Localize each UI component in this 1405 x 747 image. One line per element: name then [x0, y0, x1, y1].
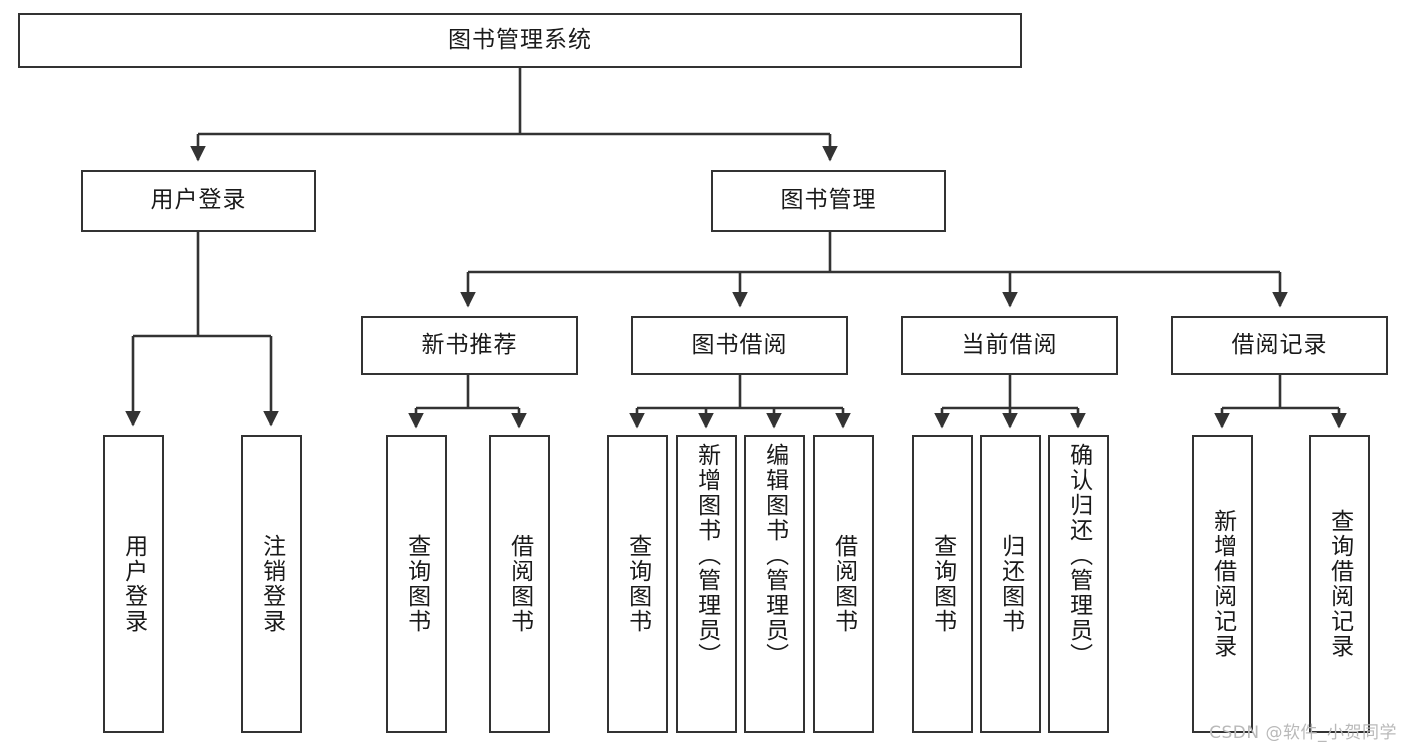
- node-leaf-add-book-admin[interactable]: 新增图书（管理员）: [676, 435, 737, 733]
- node-book-borrow[interactable]: 图书借阅: [631, 316, 848, 375]
- node-label: 新书推荐: [421, 331, 518, 358]
- leaf-text-wrap: 编辑图书（管理员）: [746, 437, 803, 737]
- node-label: 借阅图书: [506, 534, 533, 634]
- node-leaf-confirm-return-admin[interactable]: 确认归还（管理员）: [1048, 435, 1109, 733]
- node-leaf-borrow-book[interactable]: 借阅图书: [813, 435, 874, 733]
- node-label: 图书管理: [780, 187, 877, 214]
- leaf-text-wrap: 查询图书: [914, 437, 971, 731]
- node-leaf-borrow-book-recommend[interactable]: 借阅图书: [489, 435, 550, 733]
- leaf-text-wrap: 借阅图书: [815, 437, 872, 731]
- node-label: 新增图书（管理员）: [693, 443, 720, 668]
- leaf-text-wrap: 确认归还（管理员）: [1050, 437, 1107, 737]
- node-leaf-query-book-borrow[interactable]: 查询图书: [607, 435, 668, 733]
- node-leaf-query-borrow-record[interactable]: 查询借阅记录: [1309, 435, 1370, 733]
- node-label: 借阅图书: [830, 534, 857, 634]
- node-user-login[interactable]: 用户登录: [81, 170, 316, 232]
- node-label: 查询借阅记录: [1326, 509, 1353, 659]
- leaf-text-wrap: 新增图书（管理员）: [678, 437, 735, 737]
- node-label: 借阅记录: [1231, 331, 1328, 358]
- leaf-text-wrap: 新增借阅记录: [1194, 437, 1251, 731]
- csdn-watermark: CSDN @软件_小贺同学: [1209, 723, 1397, 743]
- node-label: 图书管理系统: [448, 26, 592, 53]
- node-leaf-add-borrow-record[interactable]: 新增借阅记录: [1192, 435, 1253, 733]
- node-label: 注销登录: [258, 534, 285, 634]
- leaf-text-wrap: 查询借阅记录: [1311, 437, 1368, 731]
- node-label: 用户登录: [150, 187, 247, 214]
- node-label: 编辑图书（管理员）: [761, 443, 788, 668]
- node-label: 图书借阅: [691, 331, 788, 358]
- node-label: 当前借阅: [961, 331, 1058, 358]
- node-label: 用户登录: [120, 534, 147, 634]
- leaf-text-wrap: 查询图书: [388, 437, 445, 731]
- node-label: 新增借阅记录: [1209, 509, 1236, 659]
- node-leaf-return-book[interactable]: 归还图书: [980, 435, 1041, 733]
- node-label: 确认归还（管理员）: [1065, 443, 1092, 668]
- node-label: 归还图书: [997, 534, 1024, 634]
- leaf-text-wrap: 归还图书: [982, 437, 1039, 731]
- node-new-book-recommend[interactable]: 新书推荐: [361, 316, 578, 375]
- leaf-text-wrap: 查询图书: [609, 437, 666, 731]
- node-borrow-record[interactable]: 借阅记录: [1171, 316, 1388, 375]
- node-leaf-query-book-recommend[interactable]: 查询图书: [386, 435, 447, 733]
- node-root-book-management-system[interactable]: 图书管理系统: [18, 13, 1022, 68]
- leaf-text-wrap: 注销登录: [243, 437, 300, 731]
- leaf-text-wrap: 用户登录: [105, 437, 162, 731]
- node-leaf-logout[interactable]: 注销登录: [241, 435, 302, 733]
- node-current-borrow[interactable]: 当前借阅: [901, 316, 1118, 375]
- node-label: 查询图书: [624, 534, 651, 634]
- node-leaf-edit-book-admin[interactable]: 编辑图书（管理员）: [744, 435, 805, 733]
- node-label: 查询图书: [403, 534, 430, 634]
- node-book-management[interactable]: 图书管理: [711, 170, 946, 232]
- leaf-text-wrap: 借阅图书: [491, 437, 548, 731]
- node-label: 查询图书: [929, 534, 956, 634]
- node-leaf-user-login[interactable]: 用户登录: [103, 435, 164, 733]
- node-leaf-query-book-current[interactable]: 查询图书: [912, 435, 973, 733]
